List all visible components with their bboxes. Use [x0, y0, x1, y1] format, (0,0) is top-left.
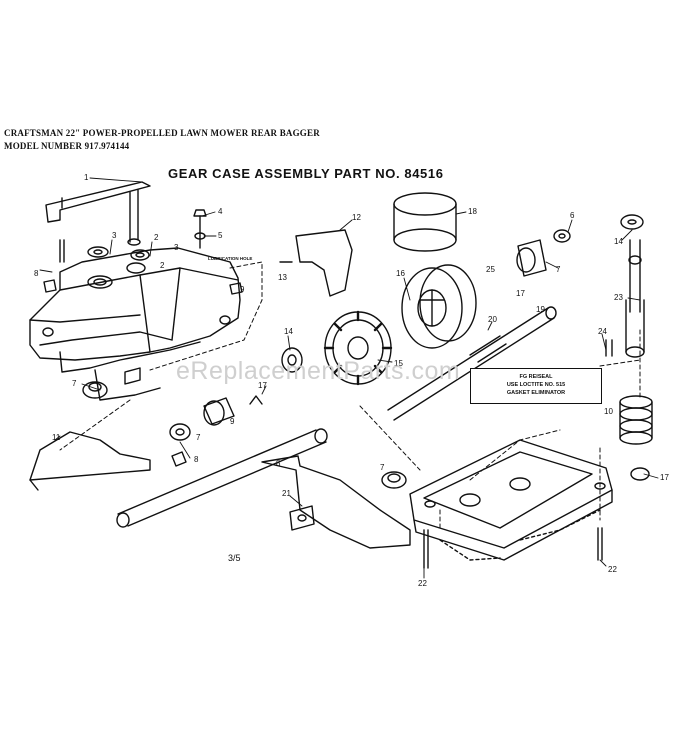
callout-10: 10	[604, 407, 613, 416]
bushing-part	[393, 192, 457, 252]
callout-2-b: 2	[160, 261, 165, 270]
callout-25: 25	[486, 265, 495, 274]
upper-gear-case	[29, 247, 241, 401]
callout-3-b: 3	[174, 243, 179, 252]
callout-7-lower: 7	[380, 463, 385, 472]
callout-13: 13	[278, 273, 287, 282]
callout-20: 20	[488, 315, 497, 324]
page-number: 3/5	[228, 553, 241, 563]
callout-16: 16	[396, 269, 405, 278]
note-line-2: USE LOCTITE NO. 515	[506, 382, 566, 388]
callout-24: 24	[598, 327, 607, 336]
callout-22-b: 22	[608, 565, 617, 574]
callout-15: 15	[394, 359, 403, 368]
callout-21: 21	[282, 489, 291, 498]
watermark-text: eReplacementParts.com	[176, 357, 461, 385]
bracket-part	[45, 181, 151, 246]
note-line-3: GASKET ELIMINATOR	[506, 390, 566, 396]
callout-8-c: 8	[276, 459, 281, 468]
callout-17-mid: 17	[258, 381, 267, 390]
callout-2: 2	[154, 233, 159, 242]
callout-8-b: 8	[194, 455, 199, 464]
callout-9: 9	[240, 285, 245, 294]
callout-7-left: 7	[72, 379, 77, 388]
callout-14-mid: 14	[284, 327, 293, 336]
callout-9-b: 9	[230, 417, 235, 426]
lubrication-hole-label: LUBRICATION HOLE	[208, 256, 253, 261]
callout-23: 23	[614, 293, 623, 302]
main-axle-shaft	[116, 428, 328, 528]
callout-19: 19	[536, 305, 545, 314]
callout-18: 18	[468, 207, 477, 216]
callout-11: 11	[52, 433, 61, 442]
diagram-title: GEAR CASE ASSEMBLY PART NO. 84516	[168, 166, 444, 181]
callout-3: 3	[112, 231, 117, 240]
header-line-2: MODEL NUMBER 917.974144	[4, 141, 130, 151]
callout-22: 22	[418, 579, 427, 588]
gear-part	[323, 310, 393, 386]
callout-6: 6	[570, 211, 575, 220]
sealant-note-box: FG REISEAL USE LOCTITE NO. 515 GASKET EL…	[470, 368, 602, 404]
callout-7-right: 7	[556, 265, 561, 274]
callout-17-right: 17	[660, 473, 669, 482]
callout-12: 12	[352, 213, 361, 222]
lower-gear-case	[409, 439, 613, 561]
callout-5: 5	[218, 231, 223, 240]
callout-1: 1	[84, 173, 89, 182]
callout-8: 8	[34, 269, 39, 278]
callout-4: 4	[218, 207, 223, 216]
pulley-part	[401, 264, 477, 349]
note-line-1: FG REISEAL	[519, 374, 553, 380]
worm-gear-part	[619, 395, 653, 445]
callout-14-top: 14	[614, 237, 623, 246]
callout-17: 17	[516, 289, 525, 298]
callout-7-mid: 7	[196, 433, 201, 442]
header-line-1: CRAFTSMAN 22" POWER-PROPELLED LAWN MOWER…	[4, 128, 320, 138]
